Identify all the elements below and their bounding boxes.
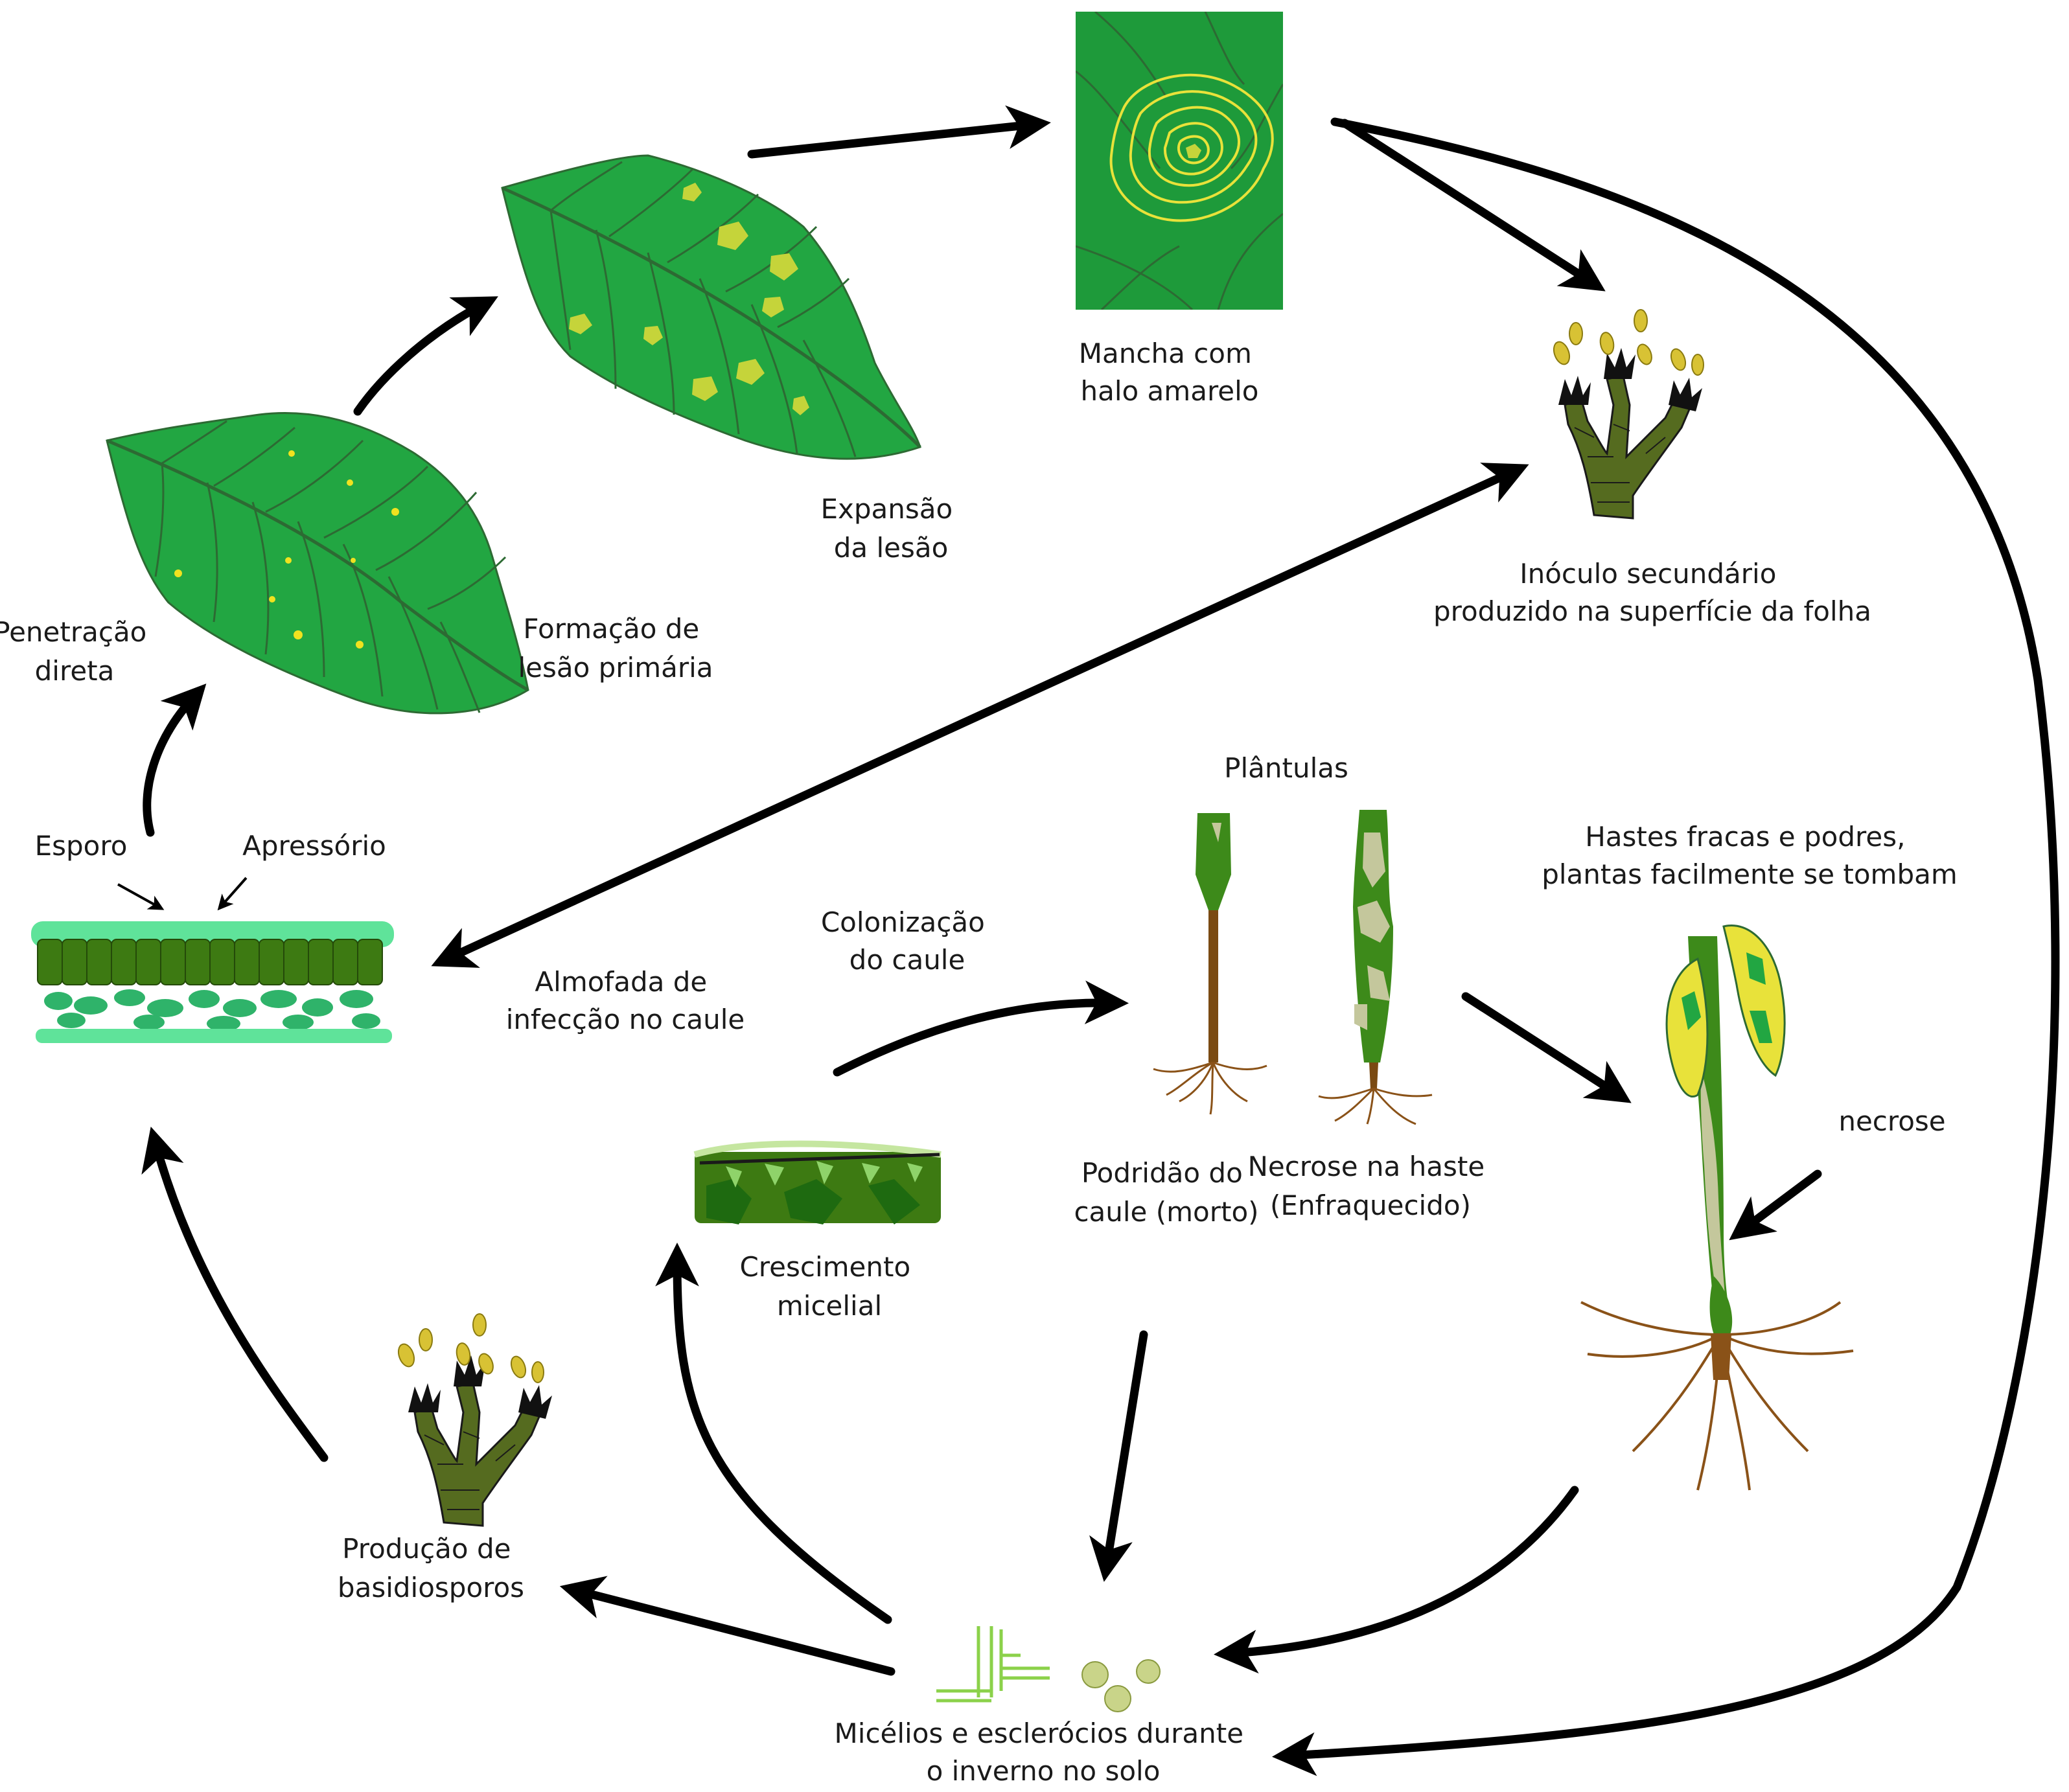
arrow-spore-pointer <box>117 883 165 910</box>
label-podridao: Podridão do caule (morto) <box>1074 1157 1258 1228</box>
label-necrose-haste: Necrose na haste (Enfraquecido) <box>1247 1151 1493 1221</box>
arrow-spot-to-inoculum <box>1340 119 1606 292</box>
arrow-leaf2-to-spot <box>747 105 1051 159</box>
arrow-basidia-to-cushion <box>141 1126 329 1462</box>
arrow-inoculum-cushion <box>431 463 1529 968</box>
arrow-seedlings-to-soil <box>1089 1330 1148 1582</box>
wilted-plant-icon <box>1580 925 1854 1491</box>
label-formacao: Formação de lesão primária <box>518 613 713 683</box>
label-mancha: Mancha com halo amarelo <box>1079 338 1260 407</box>
arrow-mycelium-to-seedlings <box>833 980 1129 1077</box>
basidia-spores-icon <box>397 1313 552 1527</box>
infection-cushion-tissue-icon <box>31 921 394 1043</box>
arrow-spot-to-soil <box>1272 117 2060 1776</box>
labels: Mancha com halo amarelo Expansão da lesã… <box>0 338 1958 1787</box>
arrow-appressorium-pointer <box>217 877 248 911</box>
mycelial-growth-icon <box>693 1140 942 1224</box>
label-almofada: Almofada de infecção no caule <box>506 966 745 1035</box>
label-hastes: Hastes fracas e podres, plantas facilmen… <box>1542 821 1958 890</box>
seedling-stem-rot-icon <box>1153 813 1267 1115</box>
label-esporo: Esporo <box>35 830 128 862</box>
arrow-plant-to-soil <box>1214 1486 1579 1674</box>
cycle-arrows <box>117 105 2060 1776</box>
label-producao: Produção de basidiosporos <box>338 1533 524 1603</box>
label-colonizacao: Colonização do caule <box>821 906 993 976</box>
arrow-leaf1-to-leaf2 <box>353 296 498 416</box>
arrow-soil-to-basidia <box>559 1576 896 1676</box>
label-necrose: necrose <box>1838 1105 1945 1137</box>
leaf-expanded-lesion-icon <box>501 154 921 460</box>
label-expansao: Expansão da lesão <box>820 493 961 564</box>
arrow-seedlings-to-plant <box>1461 992 1632 1103</box>
arrow-cushion-to-leaf <box>143 683 207 837</box>
label-inoculo: Inóculo secundário produzido na superfíc… <box>1433 558 1871 627</box>
label-penetracao: Penetração direta <box>0 616 156 687</box>
label-micelios: Micélios e esclerócios durante o inverno… <box>835 1717 1253 1787</box>
leaf-spot-halo-icon <box>1076 12 1283 310</box>
label-apressorio: Apressório <box>242 830 386 862</box>
basidia-spores-icon <box>1553 309 1704 520</box>
label-crescimento: Crescimento micelial <box>739 1251 919 1322</box>
hyphae-sclerotia-icon <box>936 1626 1161 1712</box>
leaf-primary-lesion-icon <box>106 412 529 715</box>
seedling-stem-necrosis-icon <box>1318 810 1433 1125</box>
arrow-necrose-pointer <box>1729 1169 1822 1241</box>
label-plantulas: Plântulas <box>1224 752 1348 784</box>
arrow-soil-to-mycelium <box>655 1242 892 1624</box>
